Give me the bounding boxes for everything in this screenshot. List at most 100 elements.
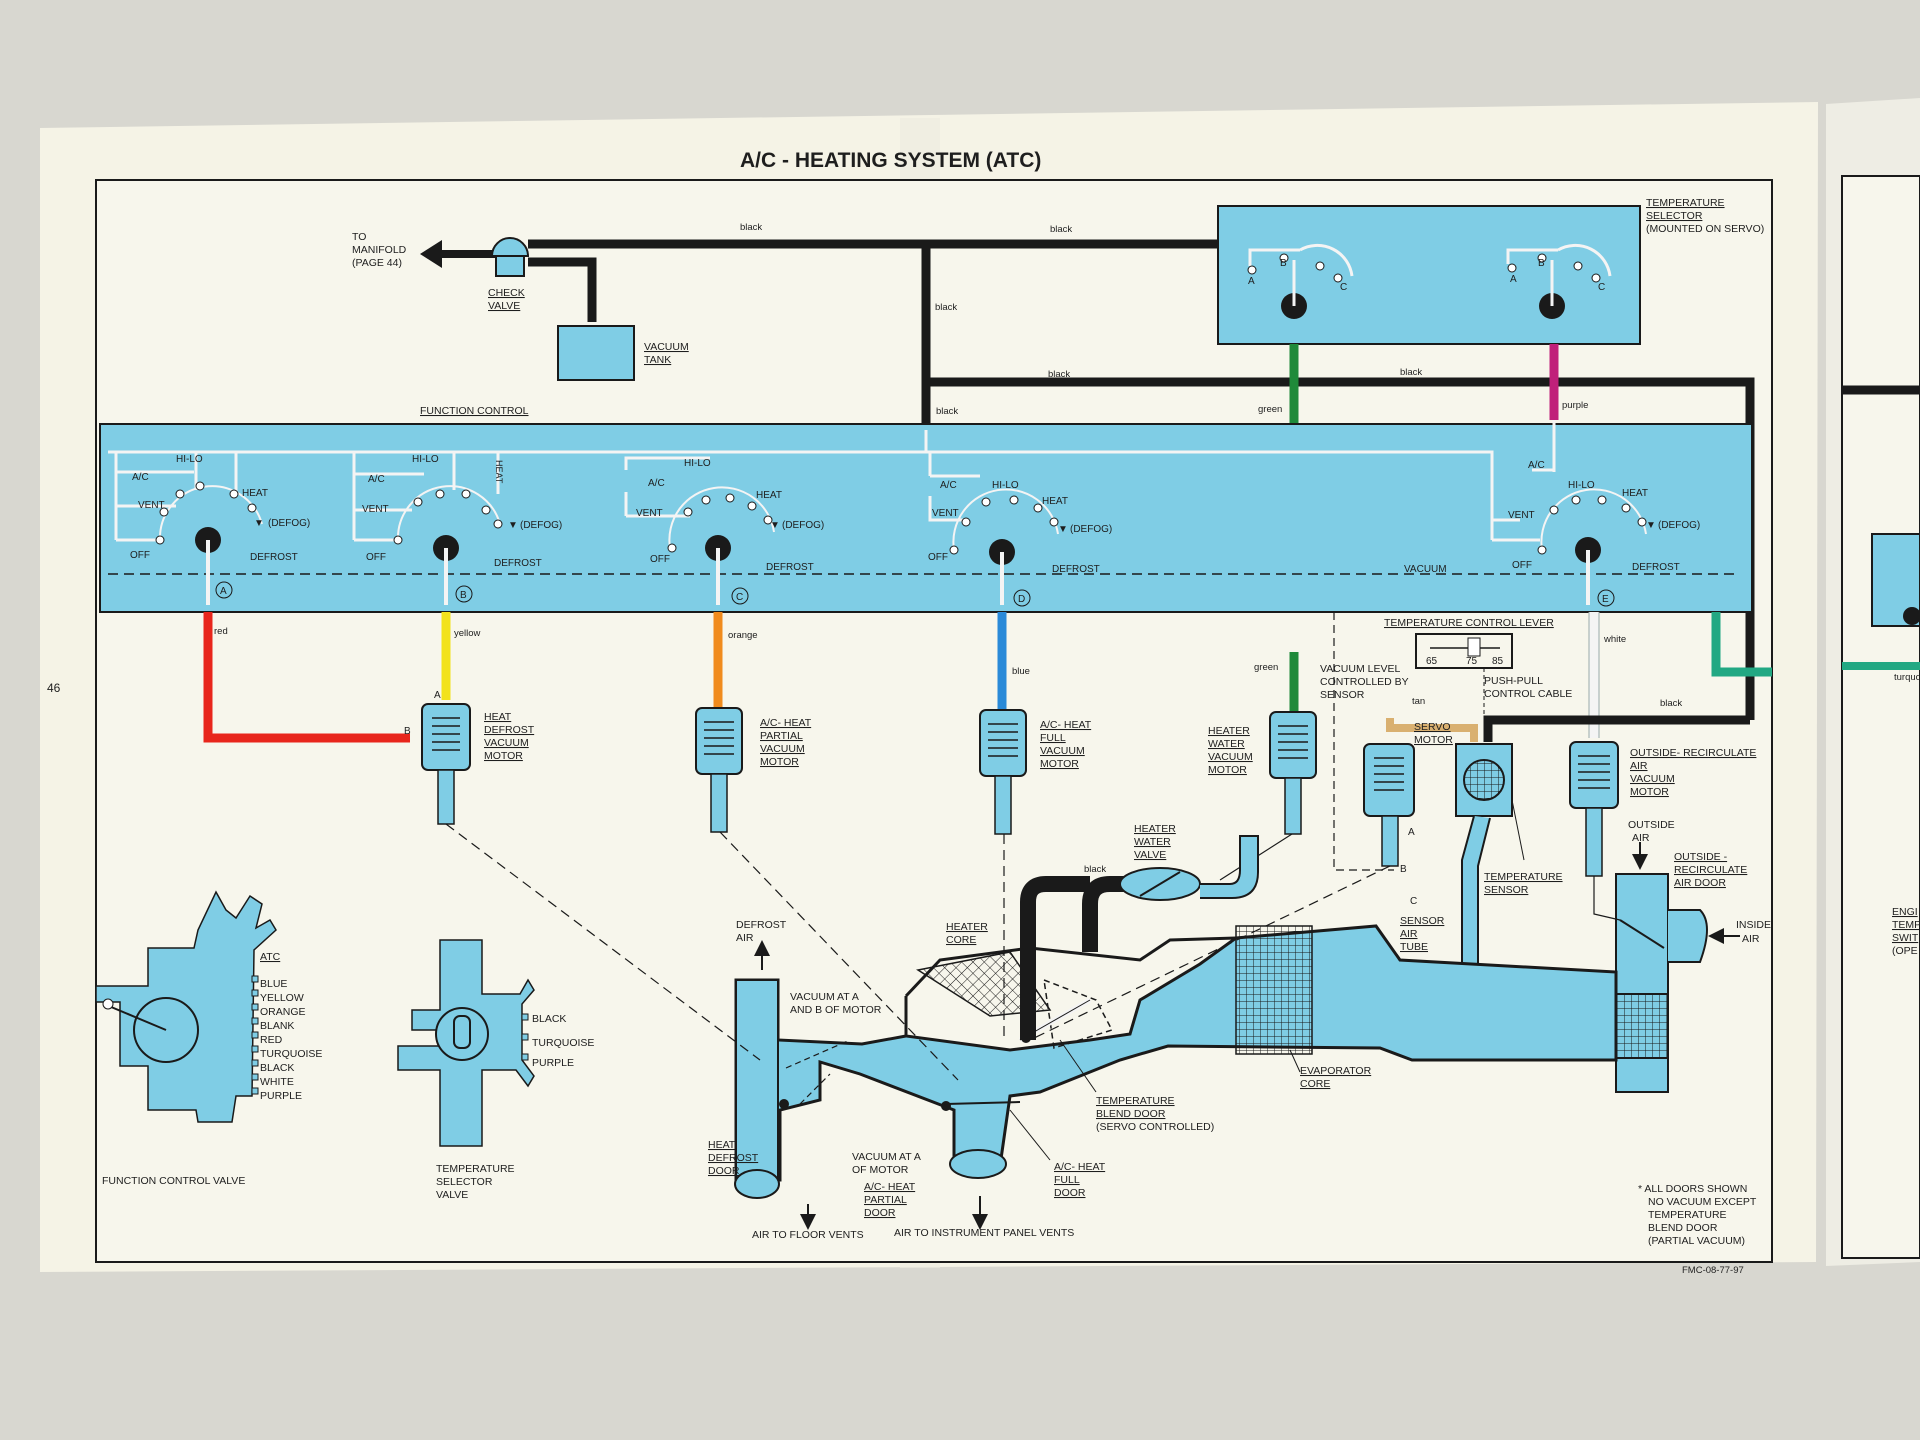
linkage-blend: [1029, 865, 1391, 1041]
vacuum-tank-line: [528, 257, 597, 322]
svg-text:SELECTOR: SELECTOR: [1646, 210, 1703, 222]
svg-text:AIR: AIR: [1742, 933, 1760, 945]
svg-text:PARTIAL: PARTIAL: [864, 1194, 907, 1206]
heater-water-valve: black HEATER WATER VALVE: [1082, 823, 1293, 952]
svg-text:VALVE: VALVE: [488, 300, 520, 312]
svg-text:DEFROST: DEFROST: [494, 558, 542, 569]
svg-text:DEFROST: DEFROST: [1052, 564, 1100, 575]
svg-text:BLACK: BLACK: [532, 1013, 566, 1025]
svg-text:VACUUM: VACUUM: [1630, 773, 1675, 785]
svg-text:VALVE: VALVE: [436, 1189, 468, 1201]
vacuum-tank: VACUUM TANK: [557, 325, 689, 381]
svg-text:PARTIAL: PARTIAL: [760, 730, 803, 742]
svg-text:B: B: [460, 590, 467, 601]
temperature-selector-valve: BLACK TURQUOISE PURPLE TEMPERATURE SELEC…: [397, 939, 594, 1201]
svg-text:C: C: [1410, 896, 1417, 907]
svg-text:ATC: ATC: [260, 951, 281, 963]
svg-text:HI-LO: HI-LO: [684, 458, 711, 469]
wire-label-black-4: black: [936, 406, 958, 417]
check-valve: CHECK VALVE: [488, 237, 530, 312]
svg-text:C: C: [1340, 282, 1347, 293]
svg-text:A: A: [434, 690, 441, 701]
svg-text:▼: ▼: [1646, 520, 1656, 531]
ac-heat-partial-vacuum-motor: A/C- HEAT PARTIAL VACUUM MOTOR: [695, 707, 812, 833]
svg-text:DOOR: DOOR: [864, 1207, 896, 1219]
svg-text:TEMPERATURE: TEMPERATURE: [1096, 1095, 1175, 1107]
svg-text:VACUUM: VACUUM: [1040, 745, 1085, 757]
svg-text:SELECTOR: SELECTOR: [436, 1176, 493, 1188]
svg-text:A/C- HEAT: A/C- HEAT: [1040, 719, 1092, 731]
svg-text:AIR: AIR: [1400, 928, 1418, 940]
svg-text:VACUUM AT A: VACUUM AT A: [790, 991, 859, 1003]
svg-text:(MOUNTED ON SERVO): (MOUNTED ON SERVO): [1646, 223, 1764, 235]
svg-text:CORE: CORE: [1300, 1078, 1330, 1090]
svg-text:75: 75: [1466, 656, 1478, 667]
doc-code: FMC-08-77-97: [1682, 1265, 1744, 1276]
wire-label-orange: orange: [728, 630, 758, 641]
ac-heat-full-vacuum-motor: A/C- HEAT FULL VACUUM MOTOR: [979, 709, 1092, 835]
svg-text:HEATER: HEATER: [946, 921, 988, 933]
svg-text:OUTSIDE: OUTSIDE: [1628, 819, 1675, 831]
svg-text:▼: ▼: [254, 518, 264, 529]
vacuum-level-note: VACUUM LEVEL CONTROLLED BY SENSOR: [1320, 663, 1409, 701]
svg-text:BLACK: BLACK: [260, 1062, 294, 1074]
black-servo-line: [1483, 715, 1750, 742]
wire-label-black-1: black: [740, 222, 762, 233]
heater-core-label: HEATER CORE: [946, 921, 988, 946]
svg-text:TURQUOISE: TURQUOISE: [260, 1048, 322, 1060]
red-line: [203, 612, 410, 743]
svg-text:A: A: [1510, 274, 1517, 285]
svg-text:PUSH-PULL: PUSH-PULL: [1484, 675, 1543, 687]
svg-text:(DEFOG): (DEFOG): [1070, 524, 1112, 535]
svg-text:B: B: [404, 726, 411, 737]
svg-text:VACUUM: VACUUM: [484, 737, 529, 749]
svg-text:D: D: [1018, 594, 1025, 605]
svg-text:HI-LO: HI-LO: [412, 454, 439, 465]
svg-text:PURPLE: PURPLE: [532, 1057, 574, 1069]
svg-text:OFF: OFF: [650, 554, 670, 565]
svg-text:(DEFOG): (DEFOG): [520, 520, 562, 531]
svg-text:TEMPERATURE: TEMPERATURE: [1484, 871, 1563, 883]
svg-text:RED: RED: [260, 1034, 283, 1046]
svg-text:SENSOR: SENSOR: [1400, 915, 1445, 927]
svg-text:TEMPERATURE: TEMPERATURE: [436, 1163, 515, 1175]
svg-text:C: C: [736, 592, 743, 603]
svg-text:▼: ▼: [770, 520, 780, 531]
ac-heat-partial-door-label: A/C- HEAT PARTIAL DOOR: [864, 1181, 916, 1219]
svg-text:FUNCTION CONTROL VALVE: FUNCTION CONTROL VALVE: [102, 1175, 245, 1187]
svg-text:HEAT: HEAT: [756, 490, 782, 501]
svg-text:RECIRCULATE: RECIRCULATE: [1674, 864, 1747, 876]
svg-text:MOTOR: MOTOR: [1414, 734, 1453, 746]
svg-text:CORE: CORE: [946, 934, 976, 946]
svg-text:AIR TO INSTRUMENT PANEL VENTS: AIR TO INSTRUMENT PANEL VENTS: [894, 1227, 1074, 1239]
svg-text:DEFROST: DEFROST: [484, 724, 535, 736]
svg-text:HEATER: HEATER: [1134, 823, 1176, 835]
vacuum-at-ab-label: VACUUM AT A AND B OF MOTOR: [790, 991, 882, 1016]
svg-text:MOTOR: MOTOR: [760, 756, 799, 768]
svg-text:CHECK: CHECK: [488, 287, 525, 299]
svg-text:WATER: WATER: [1134, 836, 1171, 848]
svg-text:A/C- HEAT: A/C- HEAT: [760, 717, 812, 729]
svg-text:A/C: A/C: [368, 474, 385, 485]
svg-text:A: A: [1408, 827, 1415, 838]
function-control-label: FUNCTION CONTROL: [420, 405, 529, 417]
svg-text:AIR: AIR: [1632, 832, 1650, 844]
svg-text:EVAPORATOR: EVAPORATOR: [1300, 1065, 1372, 1077]
svg-text:HEAT: HEAT: [708, 1139, 736, 1151]
svg-text:* ALL DOORS SHOWN: * ALL DOORS SHOWN: [1638, 1183, 1747, 1195]
svg-text:VENT: VENT: [362, 504, 389, 515]
svg-text:BLEND DOOR: BLEND DOOR: [1096, 1108, 1166, 1120]
svg-text:(DEFOG): (DEFOG): [1658, 520, 1700, 531]
svg-text:CONTROLLED BY: CONTROLLED BY: [1320, 676, 1409, 688]
svg-text:▼: ▼: [508, 520, 518, 531]
svg-text:AIR: AIR: [736, 932, 754, 944]
wire-label-black-5: black: [1048, 369, 1070, 380]
ac-heat-full-door-label: A/C- HEAT FULL DOOR: [1009, 1109, 1106, 1199]
heat-defrost-vacuum-motor: A B HEAT DEFROST VACUUM MOTOR: [404, 690, 535, 825]
wire-label-green-2: green: [1254, 662, 1278, 673]
svg-text:WHITE: WHITE: [260, 1076, 294, 1088]
linkage-partial: [719, 831, 959, 1081]
svg-text:TEMPERATURE CONTROL LEVER: TEMPERATURE CONTROL LEVER: [1384, 617, 1554, 629]
svg-text:AIR TO FLOOR VENTS: AIR TO FLOOR VENTS: [752, 1229, 864, 1241]
wire-label-purple: purple: [1562, 400, 1588, 411]
